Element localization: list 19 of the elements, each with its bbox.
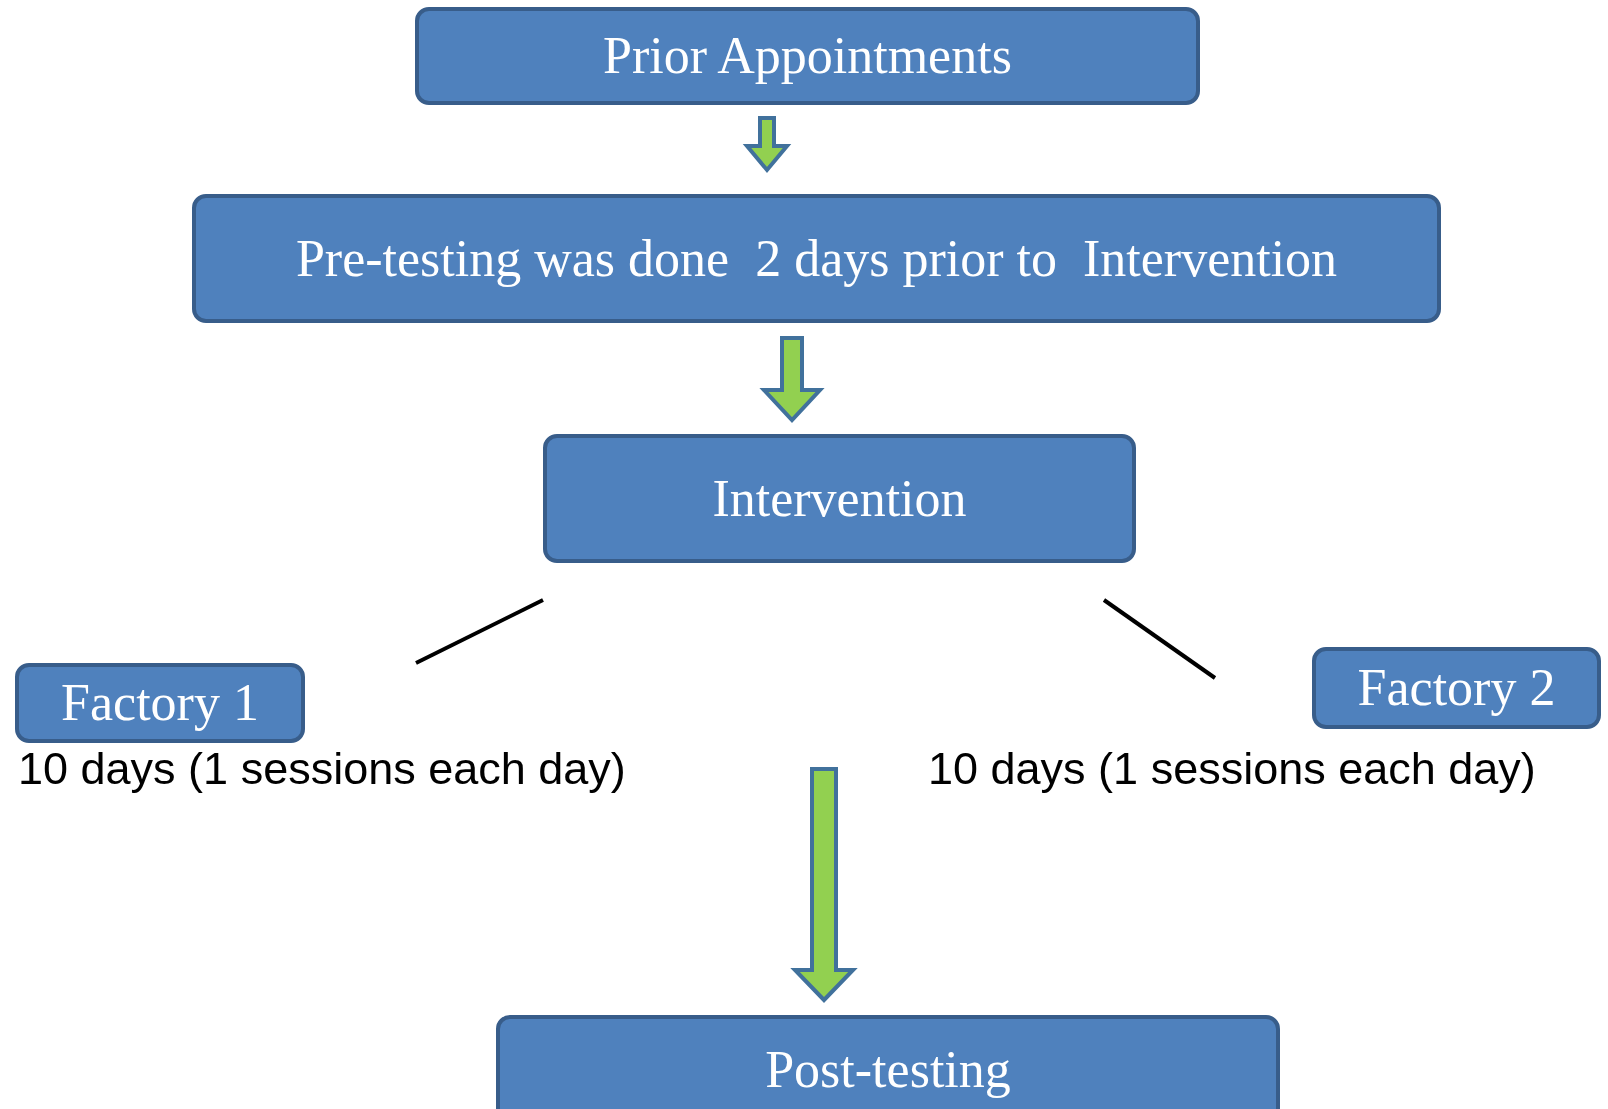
box-label: Factory 2 <box>1357 662 1556 714</box>
process-box <box>496 1015 1280 1109</box>
box-label: Factory 1 <box>61 677 259 729</box>
process-box <box>192 194 1441 323</box>
process-box <box>15 663 305 743</box>
block-arrow <box>790 767 858 1003</box>
box-label: Pre-testing was done 2 days prior to Intervention <box>295 232 1338 285</box>
connector-line <box>1102 598 1217 680</box>
box-label: Post-testing <box>765 1044 1011 1096</box>
process-box <box>1312 647 1601 729</box>
duration-note: 10 days (1 sessions each day) <box>18 744 627 794</box>
process-box <box>543 434 1136 563</box>
box-label: Prior Appointments <box>603 30 1012 82</box>
process-box <box>415 7 1200 105</box>
block-arrow <box>759 336 825 423</box>
block-arrow <box>742 116 792 174</box>
box-label: Intervention <box>712 472 967 525</box>
connector-line <box>415 598 544 665</box>
duration-note: 10 days (1 sessions each day) <box>928 744 1537 794</box>
